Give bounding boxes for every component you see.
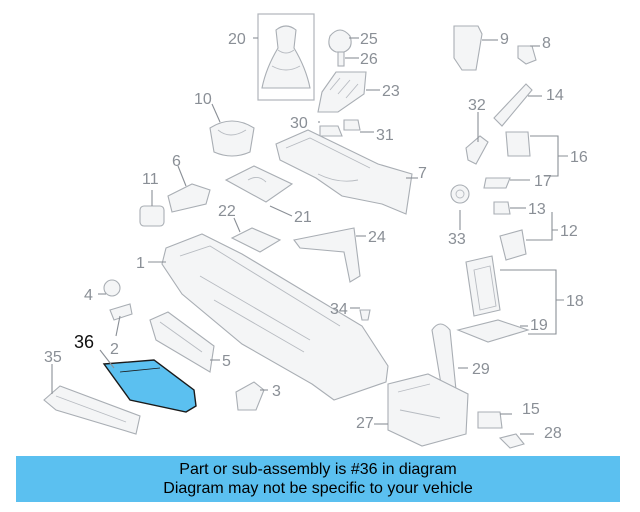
part-2-clip bbox=[109, 303, 133, 321]
callout-22: 22 bbox=[218, 203, 236, 220]
callout-34: 34 bbox=[330, 301, 348, 318]
part-9-bracket bbox=[453, 25, 483, 71]
callout-6: 6 bbox=[172, 153, 181, 170]
part-15-pad bbox=[477, 411, 503, 429]
callout-7: 7 bbox=[418, 165, 427, 182]
callout-1: 1 bbox=[136, 255, 145, 272]
callout-15: 15 bbox=[522, 401, 540, 418]
callout-17: 17 bbox=[534, 173, 552, 190]
part-13-clip bbox=[493, 201, 511, 215]
callout-24: 24 bbox=[368, 229, 386, 246]
part-23-shifter-assembly bbox=[317, 71, 367, 113]
callout-18: 18 bbox=[566, 293, 584, 310]
callout-36-highlighted: 36 bbox=[74, 332, 94, 352]
callout-27: 27 bbox=[356, 415, 374, 432]
callout-28: 28 bbox=[544, 425, 562, 442]
part-36-shape bbox=[102, 359, 197, 413]
callout-3: 3 bbox=[272, 383, 281, 400]
callout-labels: 20 25 26 23 9 8 10 30 31 32 14 6 7 16 11… bbox=[44, 31, 588, 442]
part-4-knob bbox=[103, 279, 121, 297]
callout-16: 16 bbox=[570, 149, 588, 166]
callout-29: 29 bbox=[472, 361, 490, 378]
callout-13: 13 bbox=[528, 201, 546, 218]
callout-20: 20 bbox=[228, 31, 246, 48]
part-20-shift-boot bbox=[257, 13, 315, 101]
part-27-rear-vent bbox=[387, 373, 469, 447]
part-11-bushing bbox=[139, 205, 165, 227]
diagram-info-banner: Part or sub-assembly is #36 in diagram D… bbox=[16, 456, 620, 502]
part-33-socket bbox=[450, 184, 470, 204]
callout-32: 32 bbox=[468, 97, 486, 114]
callout-10: 10 bbox=[194, 91, 212, 108]
callout-31: 31 bbox=[376, 127, 394, 144]
callout-25: 25 bbox=[360, 31, 378, 48]
part-8-clip bbox=[517, 45, 537, 65]
part-10-cup-holder bbox=[209, 120, 255, 157]
part-18-storage-bin bbox=[465, 255, 501, 317]
part-3-bracket bbox=[235, 381, 265, 411]
part-31-clip bbox=[343, 119, 361, 131]
part-36-side-trim-highlighted bbox=[102, 359, 197, 413]
callout-2: 2 bbox=[110, 341, 119, 358]
callout-11: 11 bbox=[142, 171, 159, 188]
part-6-bezel bbox=[167, 183, 211, 213]
part-7-upper-console bbox=[275, 129, 413, 215]
callout-33: 33 bbox=[448, 231, 466, 248]
callout-12: 12 bbox=[560, 223, 578, 240]
part-17-switch bbox=[483, 177, 511, 189]
part-12-cover bbox=[499, 229, 527, 261]
callout-9: 9 bbox=[500, 31, 509, 48]
part-32-lighter bbox=[465, 135, 489, 165]
part-30-switch bbox=[319, 125, 343, 137]
part-34-screw bbox=[359, 309, 371, 321]
part-24-bracket bbox=[293, 227, 361, 283]
callout-23: 23 bbox=[382, 83, 400, 100]
callout-4: 4 bbox=[84, 287, 93, 304]
callout-19: 19 bbox=[530, 317, 548, 334]
part-35-bracket bbox=[43, 385, 141, 435]
part-5-side-panel bbox=[149, 311, 215, 373]
callout-8: 8 bbox=[542, 35, 551, 52]
banner-line-1: Part or sub-assembly is #36 in diagram bbox=[179, 461, 457, 478]
part-29-lever bbox=[431, 323, 457, 391]
callout-14: 14 bbox=[546, 87, 564, 104]
callout-26: 26 bbox=[360, 51, 378, 68]
banner-line-2: Diagram may not be specific to your vehi… bbox=[163, 480, 473, 497]
part-14-trim-strip bbox=[493, 83, 533, 127]
part-16-switch-panel bbox=[505, 131, 531, 157]
callout-5: 5 bbox=[222, 353, 231, 370]
callout-35: 35 bbox=[44, 349, 62, 366]
part-22-trim-plate bbox=[230, 227, 282, 253]
part-19-tray bbox=[456, 319, 530, 343]
part-25-shift-knob bbox=[328, 29, 352, 67]
part-1-main-console bbox=[161, 233, 389, 401]
leader-lines bbox=[51, 37, 568, 435]
callout-30: 30 bbox=[290, 115, 308, 132]
part-28-clip bbox=[498, 433, 525, 449]
callout-21: 21 bbox=[294, 209, 312, 226]
part-21-boot-frame bbox=[224, 165, 294, 203]
